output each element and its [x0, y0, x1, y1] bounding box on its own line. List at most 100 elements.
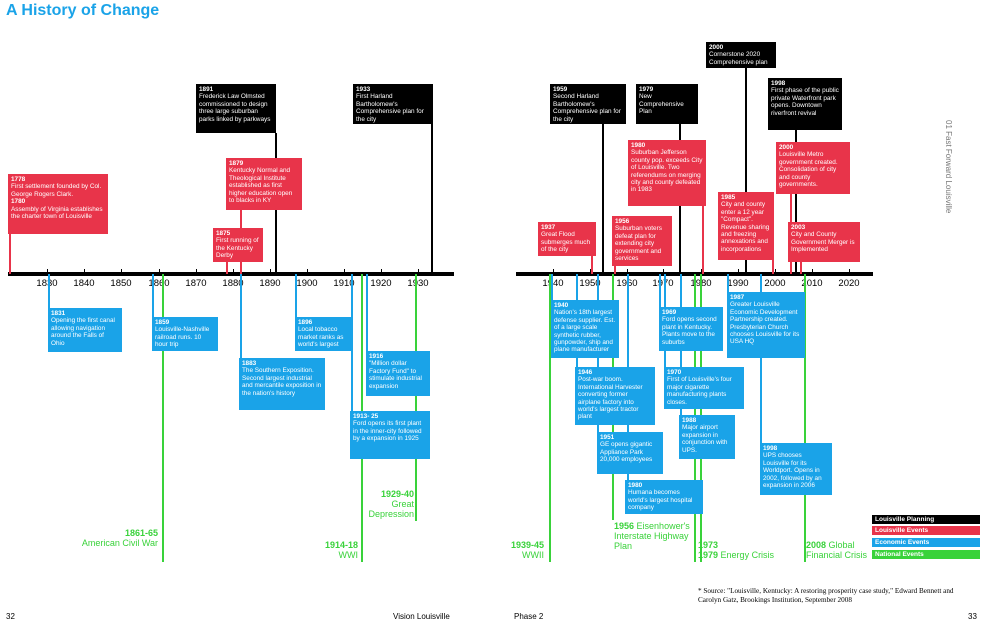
legend-national: National Events — [872, 550, 980, 559]
right-axis-tick — [812, 269, 813, 275]
economic-connector-line — [48, 274, 50, 308]
louisville-connector-line — [800, 262, 802, 274]
economic-event-1916: 1916"Million dollar Factory Fund" to sti… — [366, 351, 430, 396]
louisville-connector-line — [9, 234, 11, 274]
left-axis-year-label: 1850 — [110, 278, 132, 289]
left-axis-tick — [307, 269, 308, 275]
left-axis-tick — [381, 269, 382, 275]
national-connector-line — [162, 274, 164, 562]
economic-connector-line — [366, 274, 368, 351]
national-connector-line — [804, 274, 806, 562]
planning-connector-line — [795, 130, 797, 274]
economic-connector-line — [727, 274, 729, 292]
page-number-right: 33 — [968, 612, 977, 621]
economic-connector-line — [659, 274, 661, 307]
planning-connector-line — [431, 124, 433, 274]
left-axis-year-label: 1840 — [73, 278, 95, 289]
louisville-connector-line — [772, 260, 774, 274]
louisville-connector-line — [226, 262, 228, 274]
right-axis-tick — [849, 269, 850, 275]
louisville-connector-line — [702, 206, 704, 274]
left-axis-tick — [121, 269, 122, 275]
left-axis-year-label: 1870 — [185, 278, 207, 289]
louisville-connector-line — [591, 256, 593, 274]
economic-connector-line — [551, 274, 553, 300]
right-axis-year-label: 1950 — [579, 278, 601, 289]
right-axis-year-label: 2000 — [764, 278, 786, 289]
planning-connector-line — [602, 124, 604, 274]
right-axis-tick — [627, 269, 628, 275]
legend-economic: Economic Events — [872, 538, 980, 547]
left-axis-tick — [159, 269, 160, 275]
left-axis-tick — [84, 269, 85, 275]
footer-title-left: Vision Louisville — [393, 612, 450, 621]
economic-connector-line — [760, 274, 762, 443]
footer-title-right: Phase 2 — [514, 612, 544, 621]
planning-connector-line — [745, 68, 747, 274]
right-axis-tick — [590, 269, 591, 275]
left-axis-tick — [196, 269, 197, 275]
timeline-axis-left — [8, 272, 454, 276]
economic-connector-line — [240, 274, 242, 358]
left-axis-year-label: 1860 — [148, 278, 170, 289]
right-axis-year-label: 2010 — [801, 278, 823, 289]
right-axis-tick — [701, 269, 702, 275]
right-axis-tick — [663, 269, 664, 275]
legend-planning: Louisville Planning — [872, 515, 980, 524]
national-connector-line — [415, 274, 417, 521]
louisville-connector-line — [614, 266, 616, 274]
left-axis-year-label: 1920 — [370, 278, 392, 289]
left-axis-year-label: 1890 — [259, 278, 281, 289]
page-title: A History of Change — [6, 2, 160, 19]
right-axis-year-label: 1990 — [727, 278, 749, 289]
left-axis-tick — [47, 269, 48, 275]
left-axis-year-label: 1930 — [407, 278, 429, 289]
left-axis-tick — [418, 269, 419, 275]
page-number-left: 32 — [6, 612, 15, 621]
right-axis-year-label: 2020 — [838, 278, 860, 289]
right-axis-tick — [775, 269, 776, 275]
national-event-2008: 2008 Global Financial Crisis — [806, 540, 868, 560]
left-axis-year-label: 1910 — [333, 278, 355, 289]
national-event-1956: 1956 Eisenhower's Interstate Highway Pla… — [614, 521, 690, 551]
side-section-label: 01 Fast Forward Louisville — [944, 120, 953, 214]
left-axis-tick — [270, 269, 271, 275]
right-axis-tick — [553, 269, 554, 275]
left-axis-tick — [233, 269, 234, 275]
legend-louisville: Louisville Events — [872, 526, 980, 535]
left-axis-year-label: 1900 — [296, 278, 318, 289]
right-axis-year-label: 1940 — [542, 278, 564, 289]
left-axis-year-label: 1880 — [222, 278, 244, 289]
economic-connector-line — [295, 274, 297, 317]
